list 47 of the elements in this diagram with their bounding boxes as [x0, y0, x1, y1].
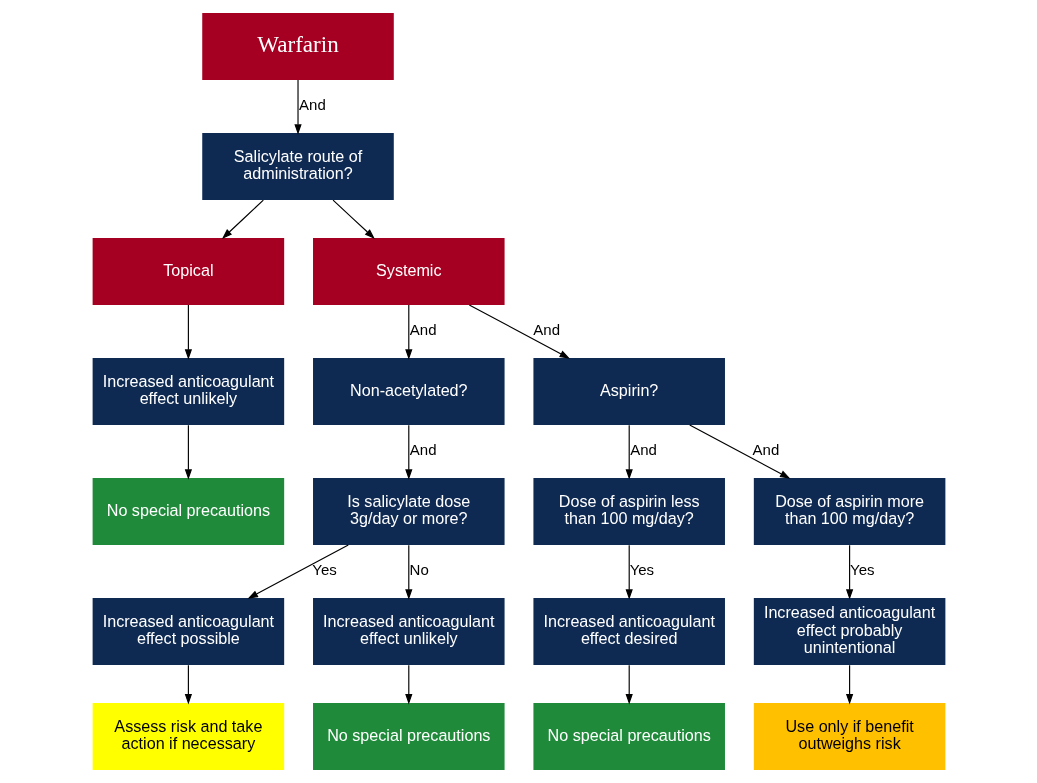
arrow — [688, 424, 790, 479]
node-box: Increased anticoagulant effect probably unintentional — [753, 598, 945, 665]
node-box: Dose of aspirin more than 100 mg/day? — [753, 478, 945, 545]
arrow — [625, 544, 633, 600]
node-box: Increased anticoagulant effect unlikely — [312, 598, 505, 665]
arrow — [404, 664, 412, 705]
arrow — [184, 304, 192, 360]
arrow — [625, 424, 633, 480]
edge-label: And — [409, 321, 437, 339]
node-box: No special precautions — [312, 703, 505, 770]
node-box: No special precautions — [92, 478, 284, 545]
node-box: Systemic — [312, 238, 505, 305]
node-box: Topical — [92, 238, 284, 305]
node-box: Non-acetylated? — [312, 358, 505, 425]
node-box: Warfarin — [201, 13, 394, 80]
arrow — [404, 304, 412, 360]
node-box: No special precautions — [532, 703, 725, 770]
node-box: Salicylate route of administration? — [201, 133, 394, 200]
node-box: Increased anticoagulant effect possible — [92, 598, 284, 665]
arrow — [221, 199, 264, 239]
arrow — [247, 544, 349, 599]
edge-label: And — [298, 96, 326, 114]
node-box: Increased anticoagulant effect unlikely — [92, 358, 284, 425]
node-box: Is salicylate dose 3g/day or more? — [312, 478, 505, 545]
arrow — [332, 199, 375, 239]
arrow — [184, 664, 192, 705]
arrow — [625, 664, 633, 705]
edge-label: Yes — [629, 561, 654, 579]
arrow — [404, 544, 412, 600]
arrow — [404, 424, 412, 480]
edge-label: And — [629, 441, 657, 459]
node-box: Increased anticoagulant effect desired — [532, 598, 725, 665]
edge-label: And — [532, 321, 560, 339]
node-box: Dose of aspirin less than 100 mg/day? — [532, 478, 725, 545]
edge-label: No — [409, 561, 429, 579]
arrow — [845, 544, 853, 600]
node-box: Aspirin? — [532, 358, 725, 425]
edge-label: Yes — [311, 561, 337, 579]
arrow — [468, 304, 570, 359]
node-box: Use only if benefit outweighs risk — [753, 703, 945, 770]
arrow — [184, 424, 192, 480]
arrow — [845, 664, 853, 705]
arrow — [293, 79, 302, 135]
edge-label: And — [409, 441, 437, 459]
edge-label: And — [752, 441, 779, 459]
edge-label: Yes — [849, 561, 875, 579]
node-box: Assess risk and take action if necessary — [92, 703, 284, 770]
